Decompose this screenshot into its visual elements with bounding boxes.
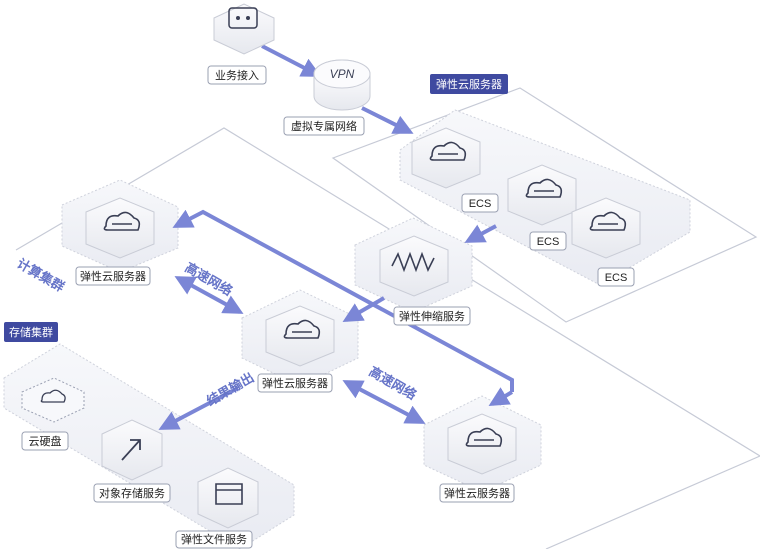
cloud-icon [283,319,321,339]
svg-text:弹性云服务器: 弹性云服务器 [80,269,146,283]
ecs-right-node[interactable] [447,413,517,475]
svg-text:云硬盘: 云硬盘 [29,434,62,448]
folder-icon [215,483,243,505]
svg-text:弹性云服务器: 弹性云服务器 [262,376,328,390]
ecs-center-node[interactable] [265,305,335,367]
link-autoscaling-center [342,296,386,323]
label-ecs-right: 弹性云服务器 [439,483,515,503]
connections [158,44,514,430]
label-ecs-1: ECS [461,193,499,213]
svg-text:对象存储服务: 对象存储服务 [99,486,165,500]
link-access-vpn [261,44,322,77]
result-output-label: 结果输出 [204,370,257,409]
label-ecs-2: ECS [529,231,567,251]
arrow-upload-icon [121,439,141,461]
link-ecsgroup-autoscaling [464,224,497,243]
label-evs: 云硬盘 [21,431,69,451]
svg-text:ECS: ECS [469,198,492,210]
link-center-storage-output [158,386,239,430]
svg-text:存储集群: 存储集群 [9,325,53,339]
svg-text:ECS: ECS [537,236,560,248]
cloud-icon [40,389,66,403]
label-autoscaling: 弹性伸缩服务 [393,306,471,326]
svg-text:弹性云服务器: 弹性云服务器 [444,486,510,500]
compute-cluster-title: 计算集群 [15,256,68,295]
link-left-center-highspeed [174,276,244,314]
link-right-backbone-tip [488,387,514,407]
svg-text:弹性伸缩服务: 弹性伸缩服务 [399,309,465,323]
cloud-icon [589,211,627,231]
label-ecs-left: 弹性云服务器 [75,266,151,286]
svg-text:ECS: ECS [605,272,628,284]
svg-text:弹性云服务器: 弹性云服务器 [436,77,502,91]
svg-text:业务接入: 业务接入 [215,69,259,82]
cloud-icon [103,211,141,231]
link-vpn-ecsgroup [361,106,414,134]
obs-node[interactable] [101,419,163,481]
business-access-node[interactable] [213,3,275,55]
label-ecs-center: 弹性云服务器 [257,373,333,393]
label-business-access: 业务接入 [207,65,267,85]
ecs-1-node[interactable] [411,127,481,189]
terminal-icon [228,7,258,29]
ecs-left-node[interactable] [85,197,155,259]
ecs-3-node[interactable] [571,197,641,259]
wave-icon [391,251,435,273]
evs-node[interactable] [21,377,85,423]
svg-text:弹性文件服务: 弹性文件服务 [181,532,247,546]
svg-text:虚拟专属网络: 虚拟专属网络 [291,119,357,133]
cloud-icon [525,178,563,198]
label-sfs: 弹性文件服务 [175,530,253,549]
vpn-node[interactable]: VPN [313,59,371,111]
autoscaling-node[interactable] [379,235,449,297]
link-center-right-highspeed [342,380,426,424]
sfs-node[interactable] [197,467,259,529]
label-obs: 对象存储服务 [93,483,171,503]
vpn-badge-text: VPN [330,67,355,81]
cloud-icon [465,427,503,447]
ecs-group-banner: 弹性云服务器 [430,74,508,94]
cloud-icon [429,141,467,161]
link-right-left-backbone [172,209,514,392]
storage-cluster-banner: 存储集群 [4,322,58,342]
label-vpn: 虚拟专属网络 [283,116,365,136]
label-ecs-3: ECS [597,267,635,287]
